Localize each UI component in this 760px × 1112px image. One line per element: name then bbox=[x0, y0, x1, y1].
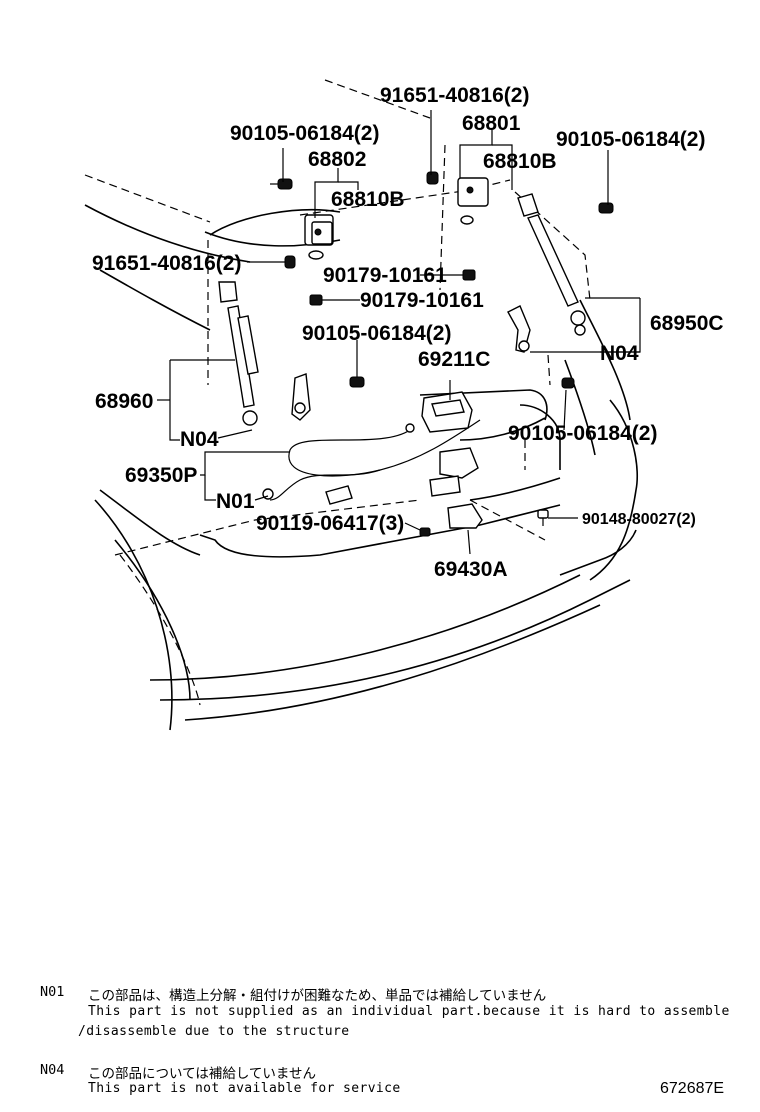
bolt-icon-hinge-right bbox=[426, 171, 439, 185]
label-69430A: 69430A bbox=[434, 558, 508, 581]
label-68802: 68802 bbox=[308, 148, 366, 171]
label-90179-b: 90179-10161 bbox=[360, 289, 484, 312]
nut-icon-b bbox=[309, 294, 323, 306]
screw-icon-a bbox=[419, 527, 431, 537]
label-90105-mid: 90105-06184(2) bbox=[302, 322, 451, 345]
label-69211C: 69211C bbox=[418, 348, 490, 371]
label-68801: 68801 bbox=[462, 112, 521, 135]
washer-icon-b bbox=[460, 215, 474, 225]
vehicle-body-outline bbox=[84, 79, 639, 731]
label-91651-top: 91651-40816(2) bbox=[380, 84, 529, 107]
note-n01-english-line1: This part is not supplied as an individu… bbox=[88, 1004, 730, 1019]
note-n04-english: This part is not available for service bbox=[88, 1081, 401, 1096]
label-68810B-right: 68810B bbox=[483, 150, 557, 173]
gas-strut-left bbox=[218, 281, 259, 426]
label-90148: 90148-80027(2) bbox=[582, 511, 696, 528]
note-n04-code: N04 bbox=[40, 1062, 65, 1078]
bracket-right bbox=[507, 305, 531, 353]
hinge-left bbox=[304, 214, 334, 246]
note-n01-japanese: この部品は、構造上分解・組付けが困難なため、単品では補給していません bbox=[88, 988, 547, 1004]
washer-icon-a bbox=[308, 250, 324, 260]
bolt-icon-lower-right bbox=[561, 377, 575, 389]
label-90119: 90119-06417(3) bbox=[256, 512, 404, 535]
note-n01-english-line2: /disassemble due to the structure bbox=[78, 1024, 350, 1039]
label-91651-left: 91651-40816(2) bbox=[92, 252, 241, 275]
label-90105-lower: 90105-06184(2) bbox=[508, 422, 657, 445]
bolt-icon-top-right bbox=[598, 202, 614, 214]
parts-diagram: 91651-40816(2) 68801 90105-06184(2) 9010… bbox=[84, 79, 724, 731]
notes-section: N01 この部品は、構造上分解・組付けが困難なため、単品では補給していません T… bbox=[0, 982, 760, 1112]
label-68960: 68960 bbox=[95, 390, 153, 413]
gas-strut-right bbox=[517, 193, 586, 336]
label-68810B-left: 68810B bbox=[331, 188, 405, 211]
handle-assembly bbox=[421, 391, 473, 433]
lock-assembly bbox=[429, 447, 479, 497]
reference-code: 672687E bbox=[660, 1080, 725, 1097]
label-n04-right: N04 bbox=[600, 342, 639, 365]
note-n01-code: N01 bbox=[40, 984, 65, 1000]
bolt-icon-mid bbox=[349, 376, 365, 388]
label-n04-left: N04 bbox=[180, 428, 219, 451]
label-90105-right: 90105-06184(2) bbox=[556, 128, 705, 151]
hinge-right bbox=[457, 177, 489, 207]
bolt-icon-top-left bbox=[270, 178, 293, 190]
label-90105-left: 90105-06184(2) bbox=[230, 122, 379, 145]
label-69350P: 69350P bbox=[125, 464, 197, 487]
note-n04-japanese: この部品については補給していません bbox=[88, 1066, 317, 1082]
screw-icon-b bbox=[537, 509, 549, 526]
leader-lines bbox=[157, 110, 641, 555]
bracket-left bbox=[291, 373, 311, 421]
label-68950C: 68950C bbox=[650, 312, 724, 335]
label-90179-a: 90179-10161 bbox=[323, 264, 447, 287]
striker bbox=[447, 503, 483, 529]
label-n01: N01 bbox=[216, 490, 255, 513]
bolt-icon-hinge-left bbox=[284, 255, 296, 269]
nut-icon-a bbox=[462, 269, 476, 281]
